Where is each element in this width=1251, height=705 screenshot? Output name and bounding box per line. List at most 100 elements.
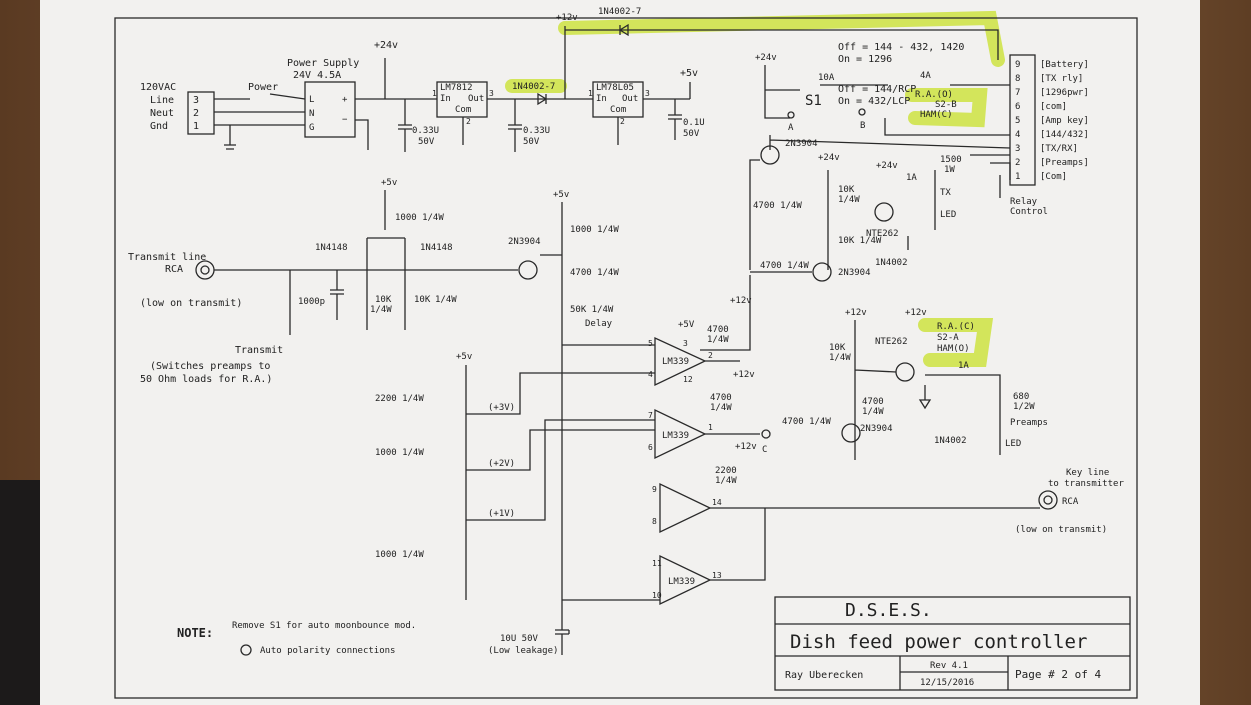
key-line-title2: to transmitter: [1048, 479, 1124, 489]
cap-10u-value: 10U 50V: [500, 634, 539, 644]
rail-12v-nte2: +12v: [905, 308, 927, 318]
relay-wires: [749, 118, 1011, 198]
comparator-u2-out: 1: [708, 423, 713, 432]
lm7812-wires: [462, 98, 593, 145]
q4-label: 2N3904: [860, 424, 893, 434]
comparator-u1: LM339 5 4 3 12 2 +5V: [648, 320, 713, 387]
comparator-u4-p11: 11: [652, 559, 662, 568]
top-switch-off-label: Off = 144 - 432, 1420: [838, 42, 964, 53]
s1-a-label: A: [788, 123, 794, 133]
pin-1-number: 1: [193, 121, 199, 132]
ladder-taps: [466, 372, 655, 521]
r4700d-value: 4700: [707, 325, 729, 335]
r1000b-label: 1000 1/4W: [570, 225, 619, 235]
top-switch-wires: [764, 65, 1010, 119]
pin-3-number: 3: [193, 95, 199, 106]
top-diode-label: 1N4002-7: [598, 7, 641, 17]
r2200b-power: 1/4W: [715, 476, 737, 486]
r1000d-label: 1000 1/4W: [375, 550, 424, 560]
nte2-symbol: [895, 362, 915, 382]
ps-pin-l: L: [309, 95, 314, 105]
d1n4148b-label: 1N4148: [420, 243, 453, 253]
q3-label: 2N3904: [508, 237, 541, 247]
mains-wires: [214, 93, 306, 126]
comparator-u4: LM339 11 10 13: [652, 554, 722, 606]
lm78l05-name: LM78L05: [596, 83, 634, 93]
r10kb-label: 10K 1/4W: [838, 236, 882, 246]
ps-minus: −: [342, 115, 348, 125]
relay-pin-1: 1: [1015, 172, 1020, 182]
key-line-rca: RCA: [1062, 497, 1079, 507]
s1-terminal-a: [787, 111, 795, 119]
power-connector-box: [187, 91, 215, 135]
top-switch-on-label: On = 1296: [838, 54, 892, 65]
r4700f-label: 4700 1/4W: [782, 417, 831, 427]
r1000a-label: 1000 1/4W: [395, 213, 444, 223]
q1-symbol: [760, 145, 780, 165]
cap1-symbol: [398, 99, 412, 152]
transmit-line-rca: RCA: [165, 264, 183, 275]
led-tx-label: TX: [940, 188, 951, 198]
transmit-line-title: Transmit line: [128, 252, 206, 263]
cap-10u-symbol: [555, 600, 570, 655]
rail-5v-top: +5v: [680, 68, 698, 79]
rail-5v-diodes: +5v: [381, 178, 397, 188]
r4700e-power: 1/4W: [710, 403, 732, 413]
led-preamps-led: LED: [1005, 439, 1021, 449]
r10ka-value: 10K: [838, 185, 855, 195]
q2-symbol: [812, 262, 832, 282]
s1-terminal-b: [858, 108, 866, 116]
comparator-u4-symbol: [659, 554, 712, 606]
r4700g-value: 4700: [862, 397, 884, 407]
title-block-lines: [775, 623, 1130, 690]
comparator-u2-p6: 6: [648, 443, 653, 452]
power-supply-rating: 24V 4.5A: [293, 70, 341, 81]
title-block: D.S.E.S. Dish feed power controller Ray …: [774, 596, 1131, 691]
c1000p-label: 1000p: [298, 297, 325, 307]
node-c-label: C: [762, 445, 767, 455]
legend-circle: [240, 644, 252, 656]
power-voltage-label: 120VAC: [140, 82, 176, 93]
power-supply-box: [304, 81, 356, 138]
ps-plus: +: [342, 95, 348, 105]
ps-pin-g: G: [309, 123, 314, 133]
s1-off-label: Off = 144/RCP: [838, 84, 916, 95]
relay-pin-9-name: [Battery]: [1040, 60, 1089, 70]
key-line-title1: Key line: [1066, 468, 1109, 478]
r10ke-value: 10K: [829, 343, 846, 353]
r50k-label: 50K 1/4W: [570, 305, 614, 315]
q3-symbol: [518, 260, 538, 280]
pin-2-number: 2: [193, 108, 199, 119]
lm7812-pin1: 1: [432, 89, 437, 98]
comparator-u4-name: LM339: [668, 577, 695, 587]
r4700e-value: 4700: [710, 393, 732, 403]
s2a-ham-label: HAM(O): [937, 344, 970, 354]
lm78l05-wires: [617, 82, 691, 145]
r10kd-value: 10K: [414, 295, 431, 305]
comparator-u2-p7: 7: [648, 411, 653, 420]
ground-symbol: [224, 125, 236, 150]
comparator-u3-symbol: [659, 482, 712, 534]
comparator-u3: 9 8 14: [652, 482, 722, 534]
fuse1a-bot-label: 1A: [958, 361, 969, 371]
d1n4148a-label: 1N4148: [315, 243, 348, 253]
rail-24v-top: +24v: [374, 40, 398, 51]
comparator-u1-p3: 3: [683, 339, 688, 348]
r10kd-power: 1/4W: [435, 295, 457, 305]
d4002a-label: 1N4002: [875, 258, 908, 268]
relay-connector-box: [1009, 54, 1036, 186]
comparator-u2-name: LM339: [662, 431, 689, 441]
d4002b-label: 1N4002: [934, 436, 967, 446]
r4700g-power: 1/4W: [862, 407, 884, 417]
rail-5v-delay: +5v: [553, 190, 569, 200]
diode-pair-wires: [366, 190, 406, 270]
r10ke-power: 1/4W: [829, 353, 851, 363]
diode-main-symbol: [537, 92, 548, 106]
ps-pin-n: N: [309, 109, 314, 119]
power-input: 120VAC Line Neut Gnd 3 2 1: [140, 82, 215, 135]
tx-wires: [827, 170, 936, 270]
pin-gnd-name: Gnd: [150, 121, 168, 132]
r1500-power: 1W: [944, 165, 955, 175]
relay-pin-2: 2: [1015, 158, 1020, 168]
r680-power: 1/2W: [1013, 402, 1035, 412]
